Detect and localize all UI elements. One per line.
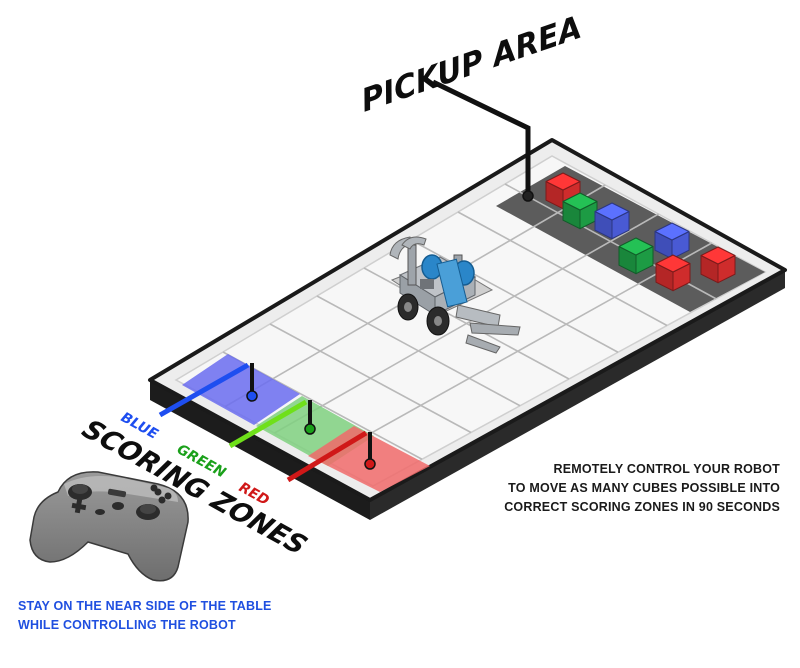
green-marker bbox=[304, 423, 316, 435]
safety-text: STAY ON THE NEAR SIDE OF THE TABLE WHILE… bbox=[18, 597, 338, 635]
blue-leader bbox=[158, 362, 250, 418]
cube-icon bbox=[545, 172, 581, 210]
cube-face bbox=[654, 222, 690, 241]
zone-pointers bbox=[158, 362, 376, 483]
cube-face bbox=[618, 237, 654, 256]
objective-line: CORRECT SCORING ZONES IN 90 SECONDS bbox=[504, 500, 780, 514]
pickup-leader bbox=[431, 79, 531, 196]
blue-marker bbox=[246, 390, 258, 402]
cube-icon bbox=[618, 237, 654, 275]
table-side bbox=[150, 380, 370, 520]
gamepad-icon bbox=[29, 471, 189, 582]
objective-text: REMOTELY CONTROL YOUR ROBOT TO MOVE AS M… bbox=[470, 460, 780, 517]
blue-zone bbox=[182, 354, 300, 425]
objective-line: TO MOVE AS MANY CUBES POSSIBLE INTO bbox=[508, 481, 780, 495]
grid-line bbox=[323, 242, 713, 461]
safety-line: STAY ON THE NEAR SIDE OF THE TABLE bbox=[18, 599, 272, 613]
cube-face bbox=[594, 202, 630, 221]
cube-face bbox=[700, 246, 736, 265]
cubes bbox=[545, 172, 736, 292]
table-side-right bbox=[370, 270, 785, 520]
pickup-pointer bbox=[431, 79, 534, 202]
cube-icon bbox=[562, 192, 598, 230]
cube-icon bbox=[594, 202, 630, 240]
red-leader bbox=[286, 430, 368, 483]
pickup-marker bbox=[522, 190, 534, 202]
red-marker bbox=[364, 458, 376, 470]
cube-face bbox=[562, 192, 598, 211]
cube-face bbox=[545, 172, 581, 191]
cube-icon bbox=[655, 254, 691, 292]
objective-line: REMOTELY CONTROL YOUR ROBOT bbox=[553, 462, 780, 476]
cube-icon bbox=[700, 246, 736, 284]
safety-line: WHILE CONTROLLING THE ROBOT bbox=[18, 618, 236, 632]
cube-face bbox=[655, 254, 691, 273]
robot-icon bbox=[389, 236, 521, 354]
cube-icon bbox=[654, 222, 690, 260]
grid-line bbox=[274, 213, 659, 434]
green-leader bbox=[228, 399, 308, 449]
